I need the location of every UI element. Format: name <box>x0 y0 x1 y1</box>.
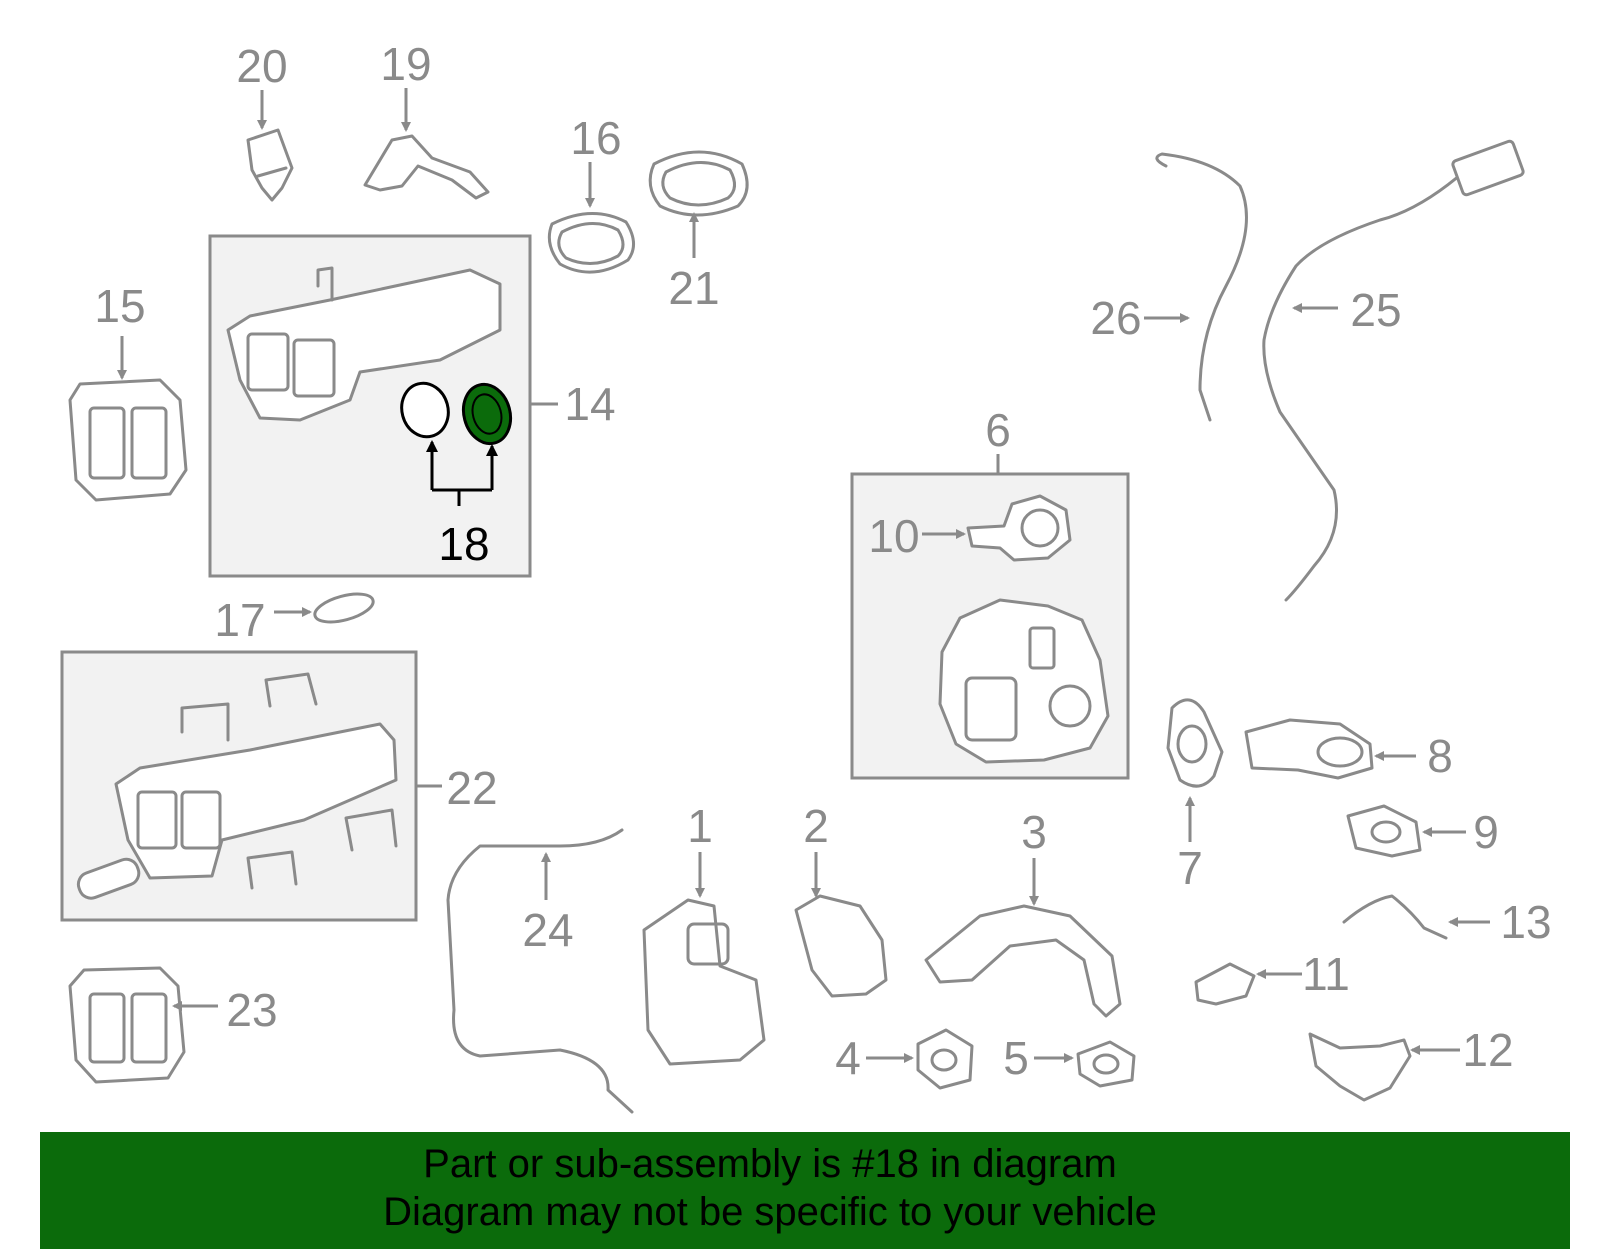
banner-line-1: Part or sub-assembly is #18 in diagram <box>423 1142 1117 1186</box>
leader-18 <box>430 450 494 506</box>
callout-16: 16 <box>570 112 621 164</box>
part-15-gasket[interactable] <box>68 378 188 502</box>
callout-17: 17 <box>214 594 265 646</box>
callout-11: 11 <box>1302 948 1350 1000</box>
callout-21: 21 <box>668 262 719 314</box>
part-3-pipe[interactable] <box>924 904 1122 1018</box>
part-8-elbow[interactable] <box>1244 718 1374 780</box>
part-7-gasket[interactable] <box>1166 698 1224 788</box>
callout-26: 26 <box>1090 292 1141 344</box>
callout-10: 10 <box>868 510 919 562</box>
part-18-o-rings[interactable] <box>396 378 517 449</box>
info-banner: Part or sub-assembly is #18 in diagram D… <box>40 1132 1570 1249</box>
callout-22: 22 <box>446 762 497 814</box>
callout-15: 15 <box>94 280 145 332</box>
callout-19: 19 <box>380 38 431 90</box>
part-21-gasket[interactable] <box>648 150 749 217</box>
part-19-bracket[interactable] <box>363 134 490 200</box>
part-26-sensor-wire[interactable] <box>1155 152 1248 422</box>
part-5-gasket[interactable] <box>1076 1040 1136 1088</box>
part-6-egr-assembly[interactable] <box>938 598 1110 764</box>
callout-2: 2 <box>803 800 829 852</box>
callout-5: 5 <box>1003 1032 1029 1084</box>
callout-25: 25 <box>1350 284 1401 336</box>
part-16-gasket[interactable] <box>547 212 635 274</box>
callout-4: 4 <box>835 1032 861 1084</box>
callout-13: 13 <box>1500 896 1551 948</box>
callout-8: 8 <box>1427 730 1453 782</box>
part-4-gasket[interactable] <box>916 1028 974 1090</box>
part-14-egr-cooler[interactable] <box>226 266 502 422</box>
part-13-hose[interactable] <box>1342 894 1448 940</box>
part-11-clip[interactable] <box>1194 962 1256 1006</box>
callout-20: 20 <box>236 40 287 92</box>
part-22-egr-cooler-assembly[interactable] <box>75 672 398 902</box>
callout-9: 9 <box>1473 806 1499 858</box>
part-9-gasket[interactable] <box>1346 804 1422 858</box>
callout-24: 24 <box>522 904 573 956</box>
callout-18: 18 <box>438 518 489 570</box>
callout-23: 23 <box>226 984 277 1036</box>
part-20-sensor[interactable] <box>246 128 294 202</box>
callout-1: 1 <box>687 800 713 852</box>
callout-6: 6 <box>985 404 1011 456</box>
part-25-harness[interactable] <box>1262 139 1525 602</box>
callout-14: 14 <box>564 378 615 430</box>
banner-line-2: Diagram may not be specific to your vehi… <box>383 1190 1157 1234</box>
part-12-bracket[interactable] <box>1308 1032 1412 1102</box>
callout-7: 7 <box>1177 842 1203 894</box>
part-24-tube[interactable] <box>446 828 634 1114</box>
part-2-bracket[interactable] <box>794 894 888 998</box>
callout-12: 12 <box>1462 1024 1513 1076</box>
callout-3: 3 <box>1021 806 1047 858</box>
part-17-gasket[interactable] <box>312 589 376 628</box>
part-10-actuator[interactable] <box>966 494 1072 562</box>
o-ring-outline[interactable] <box>396 378 454 442</box>
part-1-egr-valve[interactable] <box>642 898 766 1066</box>
part-23-gasket[interactable] <box>68 966 186 1084</box>
